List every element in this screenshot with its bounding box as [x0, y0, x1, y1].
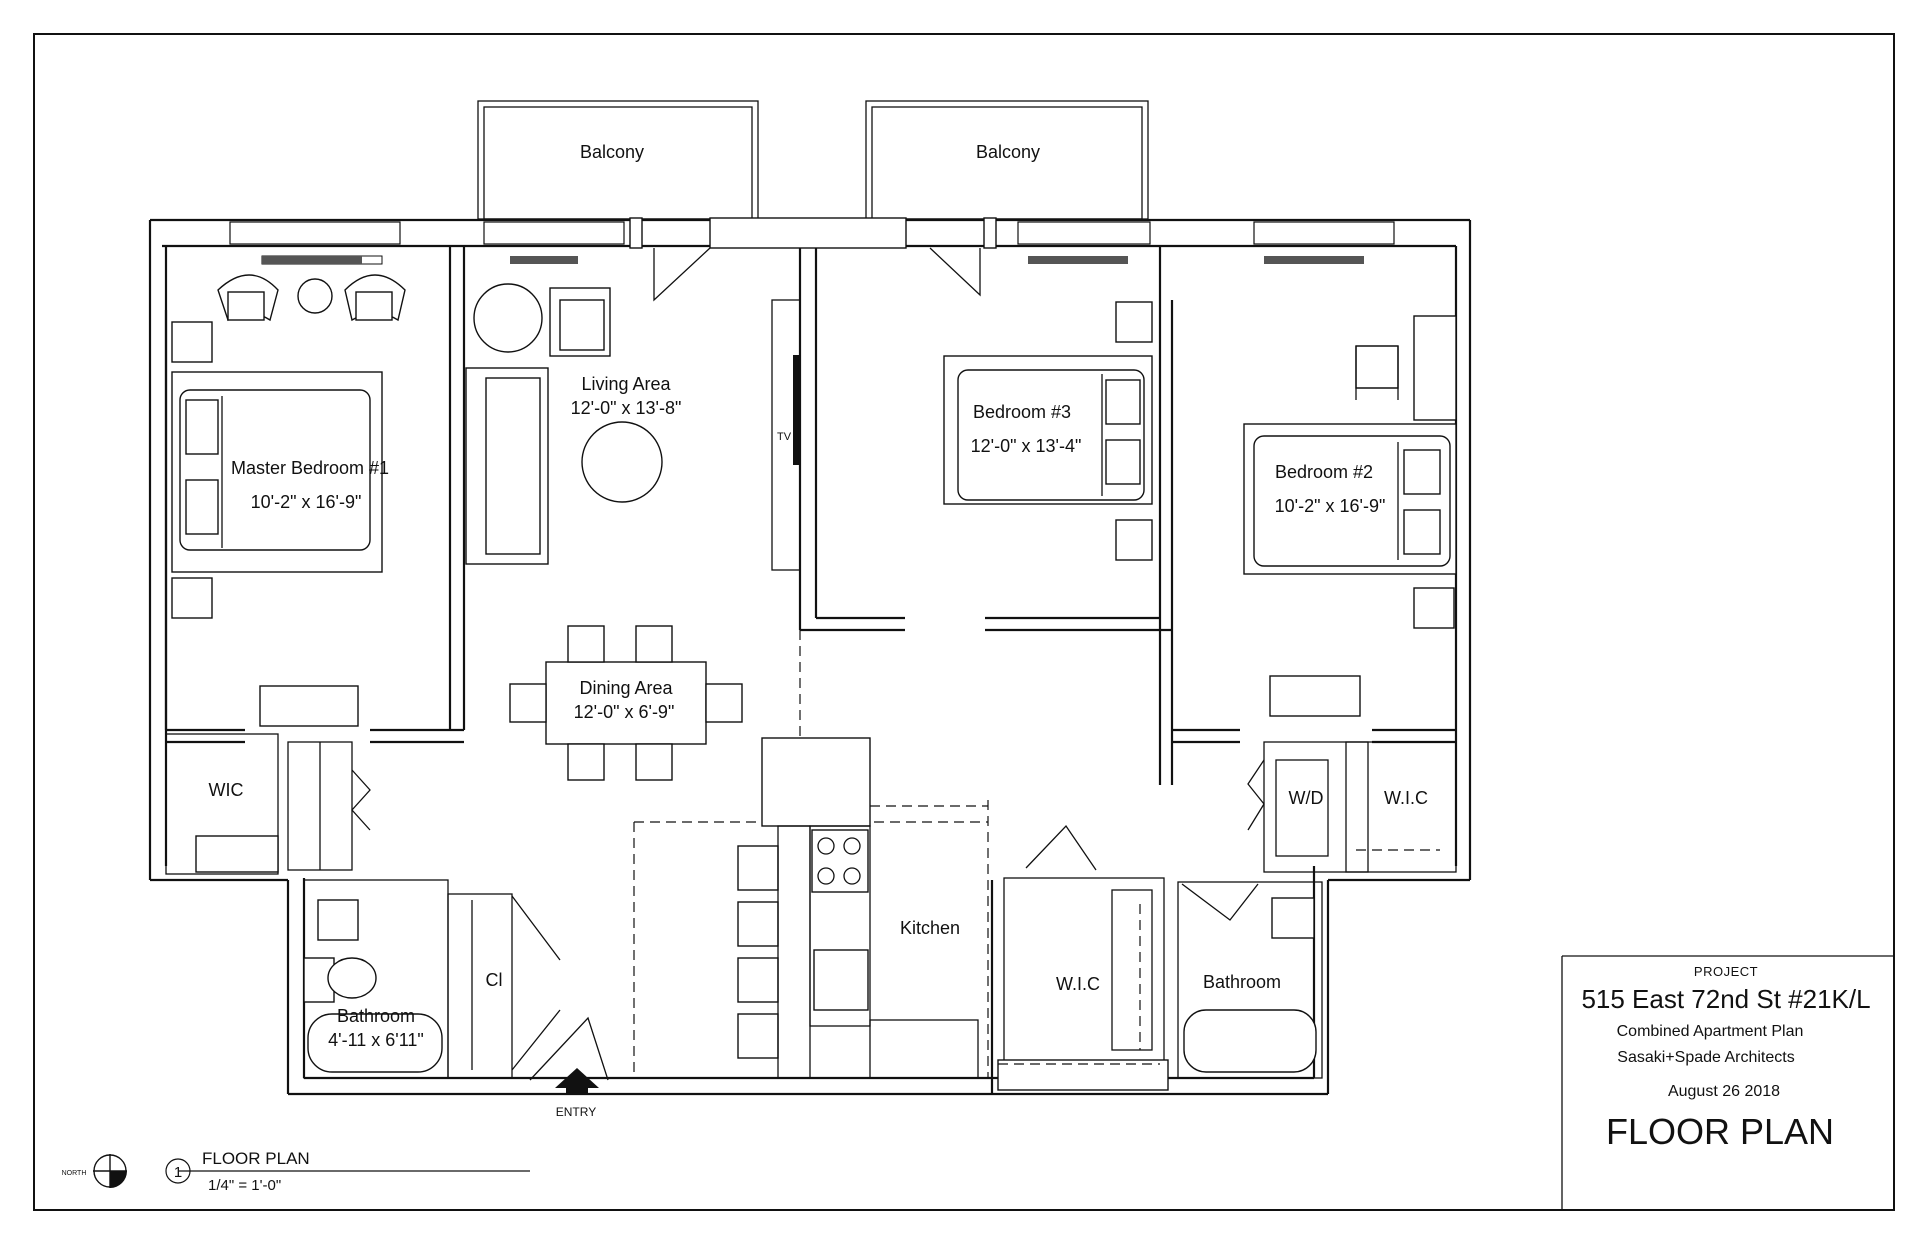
- architect-name: Sasaki+Spade Architects: [1617, 1049, 1794, 1066]
- bedroom3-label: Bedroom #3: [973, 402, 1071, 422]
- sheet-title: FLOOR PLAN: [1606, 1111, 1834, 1152]
- drawing-number: 1: [174, 1164, 182, 1181]
- dining-area-dims: 12'-0" x 6'-9": [574, 702, 675, 722]
- wd-label: W/D: [1289, 788, 1324, 808]
- dining-furniture: [509, 625, 743, 781]
- entry-label: ENTRY: [556, 1105, 596, 1119]
- project-address: 515 East 72nd St #21K/L: [1581, 984, 1870, 1014]
- title-block: PROJECT 515 East 72nd St #21K/L Combined…: [1561, 955, 1894, 1210]
- north-arrow-icon: [93, 1154, 127, 1188]
- lower-right-walls: [1177, 741, 1457, 1079]
- master-bedroom-label: Master Bedroom #1: [231, 458, 389, 478]
- center-wic: [990, 824, 1169, 1094]
- balcony-left-label: Balcony: [580, 142, 644, 162]
- bedroom2-dims: 10'-2" x 16'-9": [1275, 496, 1386, 516]
- north-label: NORTH: [62, 1170, 87, 1177]
- plan-type: Combined Apartment Plan: [1617, 1023, 1804, 1040]
- dining-area-label: Dining Area: [579, 678, 673, 698]
- kitchen-area: [737, 737, 988, 1079]
- windows: [229, 217, 1395, 302]
- wic-left-label: WIC: [209, 780, 244, 800]
- lower-left-walls: [165, 733, 609, 1081]
- legend: NORTH 1 FLOOR PLAN 1/4" = 1'-0": [62, 1149, 530, 1194]
- plan-date: August 26 2018: [1668, 1083, 1780, 1100]
- entry-arrow-icon: [555, 1068, 599, 1088]
- bathroom-left-label: Bathroom: [337, 1006, 415, 1026]
- balcony-right-label: Balcony: [976, 142, 1040, 162]
- kitchen-label: Kitchen: [900, 918, 960, 938]
- living-area-dims: 12'-0" x 13'-8": [571, 398, 682, 418]
- wic-right-label: W.I.C: [1384, 788, 1428, 808]
- bathroom-left-dims: 4'-11 x 6'11": [328, 1030, 424, 1050]
- bedroom2-furniture: [1243, 315, 1457, 717]
- bedroom3-dims: 12'-0" x 13'-4": [971, 436, 1082, 456]
- sheet-border: [33, 33, 1895, 1211]
- bathroom-right-label: Bathroom: [1203, 972, 1281, 992]
- living-area-label: Living Area: [581, 374, 671, 394]
- drawing-scale: 1/4" = 1'-0": [208, 1177, 281, 1194]
- project-label: PROJECT: [1694, 964, 1758, 979]
- drawing-title: FLOOR PLAN: [202, 1149, 310, 1168]
- living-furniture: [465, 283, 663, 565]
- tv-label: TV: [777, 431, 792, 443]
- master-bedroom-furniture: [171, 274, 406, 727]
- bedroom3-furniture: [943, 301, 1153, 561]
- master-bedroom-dims: 10'-2" x 16'-9": [251, 492, 362, 512]
- closet-label: Cl: [486, 970, 503, 990]
- wic-center-label: W.I.C: [1056, 974, 1100, 994]
- bedroom2-label: Bedroom #2: [1275, 462, 1373, 482]
